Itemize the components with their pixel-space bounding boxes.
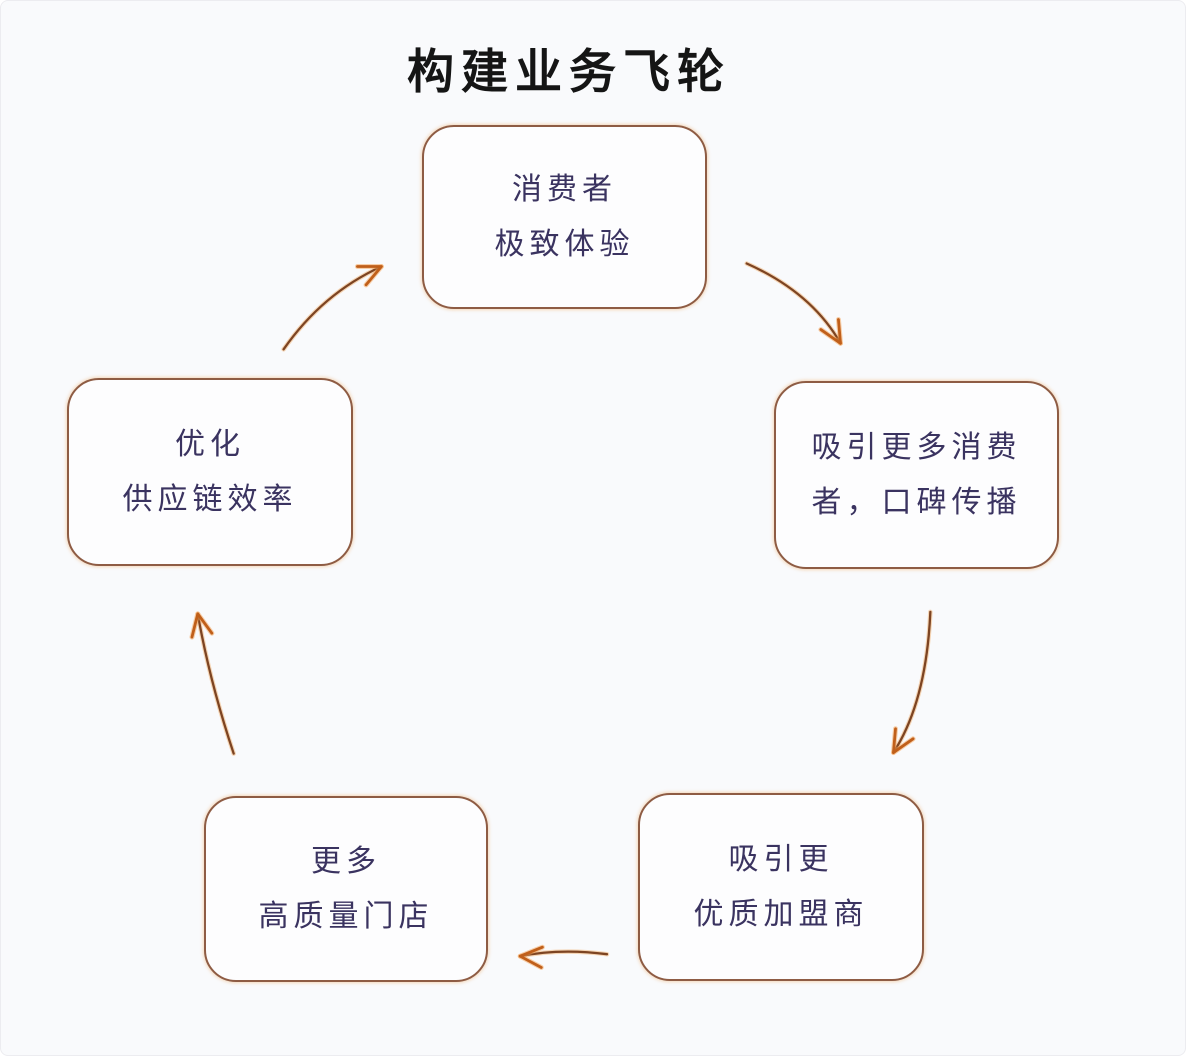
node-line: 优化 — [175, 427, 245, 462]
arrow-consumer-to-wordofmouth-icon — [744, 261, 844, 346]
node-line: 高质量门店 — [258, 899, 434, 934]
node-line: 消费者 — [512, 172, 617, 207]
node-supply-chain: 优化 供应链效率 — [67, 378, 353, 566]
page-title: 构建业务飞轮 — [407, 45, 731, 100]
node-line: 极致体验 — [494, 227, 635, 262]
node-line: 吸引更多消费 — [811, 430, 1022, 465]
node-line: 者，口碑传播 — [811, 485, 1022, 520]
node-quality-stores: 更多 高质量门店 — [204, 796, 488, 982]
node-line: 更多 — [311, 844, 381, 879]
node-line: 优质加盟商 — [693, 897, 869, 932]
node-word-of-mouth: 吸引更多消费 者，口碑传播 — [774, 381, 1059, 569]
node-line: 吸引更 — [728, 842, 834, 877]
arrow-wordofmouth-to-franchisees-icon — [890, 609, 933, 756]
arrow-stores-to-supplychain-icon — [189, 611, 236, 756]
node-consumer-experience: 消费者 极致体验 — [422, 125, 707, 309]
arrow-franchisees-to-stores-icon — [517, 944, 610, 970]
node-quality-franchisees: 吸引更 优质加盟商 — [638, 793, 924, 981]
arrow-supplychain-to-consumer-icon — [281, 264, 384, 352]
node-line: 供应链效率 — [122, 482, 298, 517]
